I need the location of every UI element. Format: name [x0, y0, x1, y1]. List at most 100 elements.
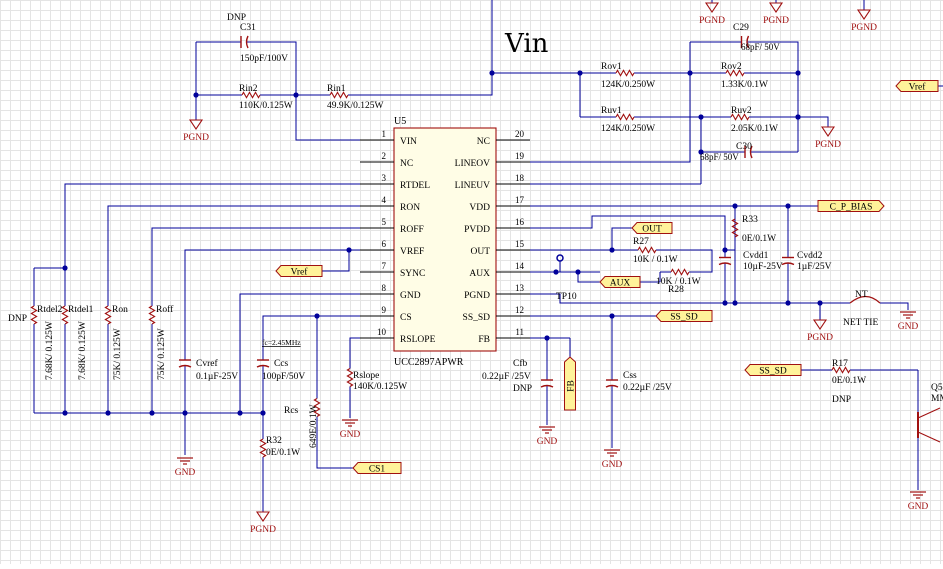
- ic-pin-number: 5: [382, 217, 387, 227]
- junction-dot: [293, 92, 299, 98]
- cfb-value: 0.22µF /25V: [482, 372, 531, 382]
- wire: [530, 160, 691, 163]
- wire: [262, 315, 360, 350]
- tp10-ref: TP10: [556, 292, 577, 302]
- ruv2-value: 2.05K/0.1W: [731, 124, 778, 134]
- net-tie: [849, 295, 881, 304]
- gnd-label: GND: [908, 502, 929, 512]
- r17-note: DNP: [832, 395, 851, 405]
- wire: [239, 293, 360, 413]
- c31-note: DNP: [227, 13, 246, 23]
- resistor-ruv2: [730, 113, 750, 121]
- q5-value: MM: [931, 394, 943, 404]
- capacitor-cvdd2-plate: [781, 262, 795, 266]
- port-ss-sd-right: [655, 310, 713, 322]
- ic-pin-number: 11: [515, 327, 524, 337]
- wire: [295, 95, 360, 141]
- r28-value: 10K / 0.1W: [656, 277, 701, 287]
- port-c-p-bias-text: C_P_BIAS: [830, 203, 873, 213]
- rcs-ref: Rcs: [284, 406, 299, 416]
- resistor-ron: [104, 305, 112, 325]
- r27-ref: R27: [633, 237, 649, 247]
- r17-value: 0E/0.1W: [832, 376, 866, 386]
- wire: [530, 227, 632, 251]
- capacitor-css-plate: [605, 384, 619, 388]
- c29-value: 68pF/ 50V: [741, 42, 780, 52]
- pgnd-symbol: [704, 2, 720, 13]
- ic-pin-number: 20: [515, 129, 525, 139]
- roff-value: 75K/ 0.125W: [157, 328, 167, 380]
- capacitor-ccs-plate: [256, 364, 270, 368]
- resistor-r33: [731, 218, 739, 238]
- ic-pin-name: LINEUV: [455, 181, 490, 191]
- resistor-r17: [831, 366, 851, 374]
- capacitor-c29-plate: [746, 35, 750, 49]
- resistor-rov1: [615, 69, 635, 77]
- pgnd-label: PGND: [851, 23, 877, 33]
- wire: [880, 302, 909, 310]
- c30-ref: C30: [736, 142, 752, 152]
- pgnd-label: PGND: [763, 16, 789, 26]
- ic-pin-name: SS_SD: [463, 313, 491, 323]
- wire: [662, 249, 713, 270]
- wire: [316, 425, 353, 469]
- junction-dot: [105, 410, 111, 416]
- gnd-label: GND: [175, 468, 196, 478]
- css-ref: Css: [623, 371, 637, 381]
- rtdel1-value: 7.68K/ 0.125W: [78, 321, 88, 380]
- wire: [151, 227, 360, 290]
- rov2-value: 1.33K/0.1W: [721, 80, 768, 90]
- rin1-value: 49.9K/0.125W: [327, 101, 384, 111]
- port-vref-left: [275, 265, 323, 277]
- css-value: 0.22µF /25V: [623, 383, 672, 393]
- capacitor-cvdd1-plate: [718, 262, 732, 266]
- ic-pin-name: AUX: [469, 269, 490, 279]
- ic-pin-number: 6: [382, 239, 387, 249]
- rov1-value: 124K/0.250W: [601, 80, 655, 90]
- rin1-ref: Rin1: [327, 84, 346, 94]
- ic-pin-number: 10: [377, 327, 387, 337]
- ic-u5-body: [393, 127, 497, 352]
- wires: [33, 0, 943, 512]
- ron-value: 75K/ 0.125W: [113, 328, 123, 380]
- ic-pin-number: 12: [515, 305, 524, 315]
- cvref-ref: Cvref: [196, 358, 218, 369]
- resistor-rtdel1: [61, 305, 69, 325]
- ic-pin-number: 18: [515, 173, 525, 183]
- rtdel2-ref: Rtdel2: [37, 305, 63, 315]
- cfb-note: DNP: [513, 384, 532, 394]
- port-cs1: [352, 462, 402, 474]
- r33-ref: R33: [742, 215, 758, 225]
- ic-pin-name: LINEOV: [455, 159, 490, 169]
- net-tie-ref: NT: [855, 290, 868, 300]
- rin2-value: 110K/0.125W: [239, 101, 293, 111]
- ic-pin-number: 17: [515, 195, 525, 205]
- pgnd-label: PGND: [250, 525, 276, 535]
- pgnd-label: PGND: [807, 333, 833, 343]
- junction-dot: [182, 410, 188, 416]
- ic-pin-name: CS: [400, 313, 412, 323]
- transistor-q5-collector: [917, 407, 941, 419]
- port-fb-text: FB: [567, 380, 577, 392]
- ic-pin-name: PGND: [464, 291, 490, 301]
- junction-dot: [346, 247, 352, 253]
- wire: [256, 41, 297, 95]
- port-vref-right: [895, 80, 939, 92]
- ic-pin-number: 4: [382, 195, 387, 205]
- net-tie-value: NET TIE: [843, 318, 878, 328]
- gnd-label: GND: [602, 460, 623, 470]
- ic-pin-name: GND: [400, 291, 421, 301]
- resistor-rcs: [313, 398, 321, 417]
- pgnd-label: PGND: [699, 16, 725, 26]
- rtdel2-note: DNP: [8, 314, 27, 324]
- gnd-label: GND: [537, 437, 558, 447]
- wire: [107, 205, 360, 290]
- wire: [700, 270, 713, 273]
- ic-pin-number: 7: [382, 261, 387, 271]
- junction-dot: [795, 114, 801, 120]
- testpoint-tp10: [556, 254, 564, 262]
- rslope-ref: Rslope: [353, 371, 379, 381]
- ic-pin-number: 8: [382, 283, 387, 293]
- ic-pin-name: NC: [477, 137, 490, 147]
- ic-pin-name: RSLOPE: [400, 335, 436, 345]
